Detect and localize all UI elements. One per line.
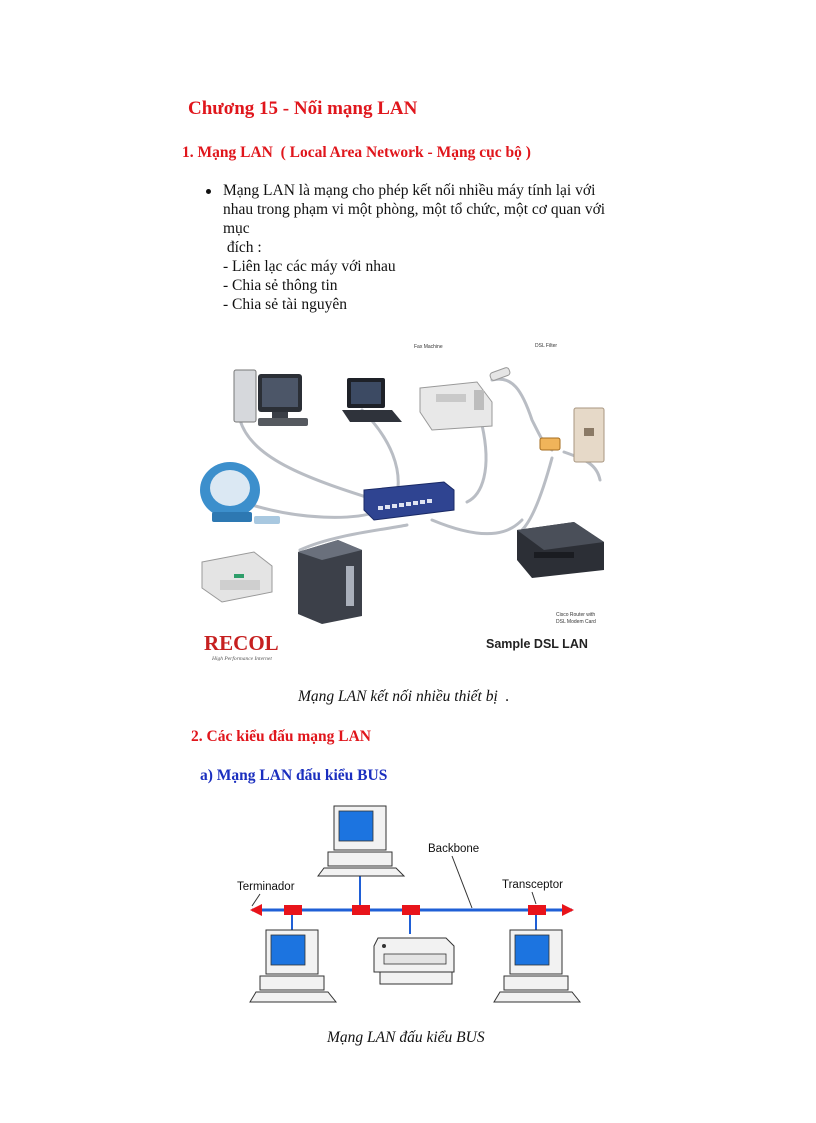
bullet-text: Mạng LAN là mạng cho phép kết nối nhiều … — [223, 181, 636, 314]
figure-1-title: Sample DSL LAN — [486, 637, 588, 651]
bullet-line: đích : — [223, 239, 262, 256]
bullet-line: - Liên lạc các máy với nhau — [223, 258, 396, 275]
transceptor-label: Transceptor — [502, 879, 563, 891]
section-1-heading: 1. Mạng LAN ( Local Area Network - Mạng … — [182, 144, 531, 161]
fax-machine-icon — [419, 381, 493, 431]
network-switch-icon — [363, 481, 455, 521]
dsl-filter-icon — [489, 367, 511, 381]
section-2a-heading: a) Mạng LAN đấu kiểu BUS — [200, 767, 388, 784]
section-1-bullet: Mạng LAN là mạng cho phép kết nối nhiều … — [206, 181, 636, 314]
brand-logo: RECOL — [204, 631, 279, 655]
bullet-line: - Chia sẻ thông tin — [223, 277, 338, 294]
transceiver-icon — [402, 905, 420, 915]
brand-tagline: High Performance Internet — [211, 655, 272, 662]
transceiver-icon — [352, 905, 370, 915]
computer-icon — [249, 929, 338, 1003]
laptop-icon — [342, 378, 402, 422]
transceiver-icon — [284, 905, 302, 915]
left-terminator-icon — [250, 904, 262, 916]
printer-icon — [373, 937, 455, 985]
right-terminator-icon — [562, 904, 574, 916]
bullet-line: - Chia sẻ tài nguyên — [223, 296, 347, 313]
imac-icon — [200, 462, 280, 524]
transceiver-icon — [528, 905, 546, 915]
printer-icon — [201, 551, 273, 603]
backbone-label: Backbone — [428, 843, 479, 855]
terminador-label: Terminador — [237, 881, 295, 893]
desktop-pc-icon — [233, 369, 308, 426]
fax-label: Fax Machine — [414, 344, 443, 350]
bullet-line: mục — [223, 220, 250, 237]
computer-icon — [493, 929, 582, 1003]
chapter-title: Chương 15 - Nối mạng LAN — [188, 98, 418, 119]
wall-jack-icon — [539, 407, 605, 463]
server-tower-icon — [298, 540, 362, 624]
router-label-line2: DSL Modem Card — [556, 619, 596, 625]
computer-icon — [317, 805, 406, 877]
section-2-heading: 2. Các kiểu đấu mạng LAN — [191, 728, 371, 745]
dsl-filter-label: DSL Filter — [535, 343, 557, 349]
figure-1-caption: Mạng LAN kết nối nhiều thiết bị . — [298, 688, 510, 705]
bullet-line: nhau trong phạm vi một phòng, một tổ chứ… — [223, 201, 606, 218]
bullet-icon — [206, 189, 211, 194]
router-icon — [517, 522, 604, 578]
figure-2-caption: Mạng LAN đấu kiểu BUS — [327, 1029, 485, 1046]
bus-topology-diagram: Backbone Terminador Transceptor — [237, 805, 582, 1003]
router-label-line1: Cisco Router with — [556, 612, 595, 618]
dsl-lan-figure: Fax Machine DSL Filter Cisco Router with… — [192, 330, 618, 666]
bullet-line: Mạng LAN là mạng cho phép kết nối nhiều … — [223, 182, 596, 199]
